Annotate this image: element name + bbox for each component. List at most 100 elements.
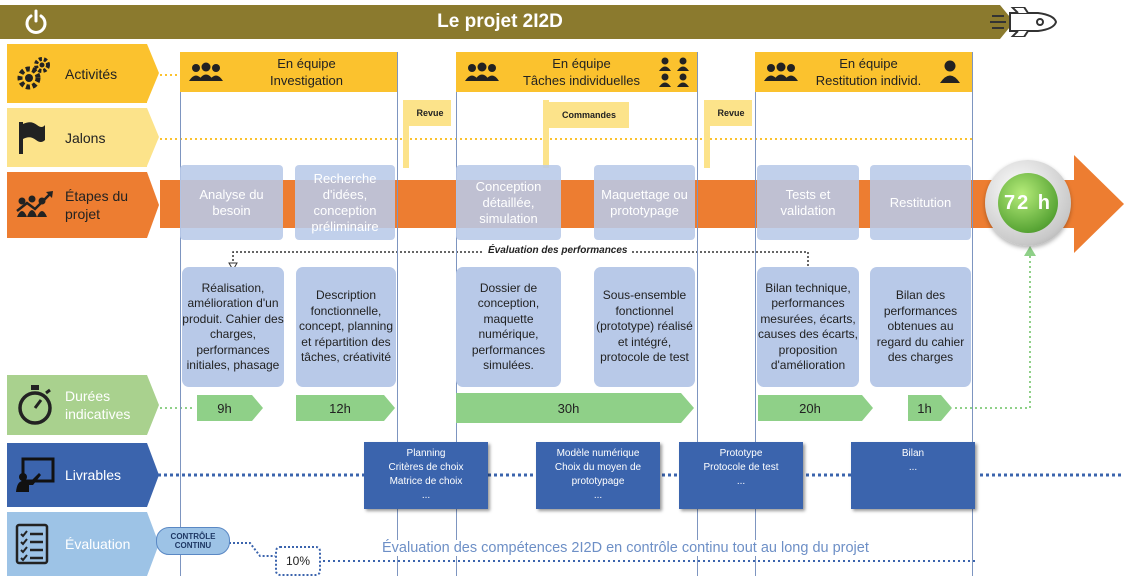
row-label-text: Livrables <box>65 467 122 483</box>
row-label-text: Durées indicatives <box>65 388 131 422</box>
person-icon <box>940 60 960 83</box>
activity-line1: En équipe <box>839 56 898 71</box>
phase-divider <box>180 52 181 576</box>
stopwatch-icon <box>18 385 52 425</box>
checklist-icon <box>15 523 49 565</box>
stage-band-arrow <box>1074 155 1124 253</box>
percent-text: 10% <box>285 554 311 568</box>
total-duration-dial: 72 h <box>985 160 1071 246</box>
row-label-chevron <box>147 512 159 576</box>
row-label-chevron <box>147 443 159 507</box>
deliverable-line: ... <box>421 490 431 501</box>
milestone-revue-1: Revue <box>409 100 451 126</box>
row-label-chevron <box>147 375 159 435</box>
milestone-pole <box>704 100 710 168</box>
row-label-etapes: Étapes du projet <box>7 172 147 238</box>
deliverable-box: Planning Critères de choix Matrice de ch… <box>364 442 488 509</box>
duration-arrow <box>252 395 263 421</box>
stage-box: Restitution <box>870 165 971 240</box>
duration-bar: 1h <box>908 395 941 421</box>
milestone-label: Revue <box>717 108 745 118</box>
stage-box: Analyse du besoin <box>180 165 283 240</box>
activity-line2: Tâches individuelles <box>522 73 641 88</box>
stage-box: Tests et validation <box>757 165 859 240</box>
description-text: Description fonctionnelle, concept, plan… <box>298 288 394 365</box>
deliverable-line: Critères de choix <box>388 462 464 473</box>
page-title: Le projet 2I2D <box>437 11 563 32</box>
deliverable-line: ... <box>908 462 918 473</box>
description-box: Bilan technique, performances mesurées, … <box>757 267 859 387</box>
continuous-control-badge: CONTRÔLE CONTINU <box>156 527 230 555</box>
evaluation-text: Évaluation des compétences 2I2D en contr… <box>380 540 871 556</box>
deliverable-line: Choix du moyen de prototypage <box>554 462 642 487</box>
stage-box: Conception détaillée, simulation <box>456 165 561 240</box>
activity-line1: En équipe <box>552 56 611 71</box>
team-growth-icon <box>16 191 53 217</box>
activity-line2: Investigation <box>270 73 343 88</box>
duration-label: 1h <box>917 400 932 416</box>
stage-label: Restitution <box>889 194 952 210</box>
performance-label: Évaluation des performances <box>484 245 632 256</box>
milestone-pole <box>543 100 549 168</box>
team-icon <box>189 62 223 81</box>
row-label-jalons: Jalons <box>7 108 147 167</box>
deliverable-line: Protocole de test <box>703 462 779 473</box>
milestone-pole <box>403 100 409 168</box>
stage-label: Tests et validation <box>780 186 836 218</box>
description-text: Bilan technique, performances mesurées, … <box>757 280 859 373</box>
row-label-text: Activités <box>65 65 118 82</box>
row-label-chevron <box>147 172 159 238</box>
deliverable-line: Planning <box>406 448 446 459</box>
deliverable-line: Bilan <box>901 448 925 459</box>
stage-label: Analyse du besoin <box>199 186 264 218</box>
row-label-text: Jalons <box>65 129 106 146</box>
phase-divider <box>755 52 756 576</box>
deliverable-box: Prototype Protocole de test ... <box>679 442 803 509</box>
phase-divider <box>397 52 398 576</box>
description-box: Dossier de conception, maquette numériqu… <box>456 267 561 387</box>
duration-arrow <box>862 395 873 421</box>
stage-box: Maquettage ou prototypage <box>594 165 695 240</box>
duration-bar: 12h <box>296 395 384 421</box>
description-box: Sous-ensemble fonctionnel (prototype) ré… <box>594 267 695 387</box>
stage-label: Recherche d'idées, conception préliminai… <box>311 170 379 234</box>
row-label-text: Évaluation <box>65 536 131 552</box>
activity-line1: En équipe <box>277 56 336 71</box>
rocket-icon <box>990 7 1058 37</box>
duration-arrow <box>384 395 395 421</box>
duration-label: 12h <box>329 400 351 416</box>
power-icon <box>25 9 47 34</box>
phase-divider <box>697 52 698 576</box>
milestone-label: Commandes <box>561 110 616 120</box>
row-label-chevron <box>147 44 159 102</box>
deliverable-line: ... <box>593 490 603 501</box>
duration-label: 30h <box>557 400 580 416</box>
milestone-revue-2: Revue <box>710 100 752 126</box>
row-label-livrables: Livrables <box>7 443 147 507</box>
deliverable-box: Modèle numérique Choix du moyen de proto… <box>536 442 660 509</box>
description-box: Description fonctionnelle, concept, plan… <box>296 267 396 387</box>
deliverable-line: Prototype <box>719 448 763 459</box>
team-icon <box>764 62 798 81</box>
deliverable-line: Matrice de choix <box>389 476 463 487</box>
duration-arrow <box>681 393 694 423</box>
deliverable-line: ... <box>736 476 746 487</box>
deliverable-line: Modèle numérique <box>556 448 640 459</box>
stage-label: Conception détaillée, simulation <box>475 178 542 226</box>
description-text: Réalisation, amélioration d'un produit. … <box>182 280 284 373</box>
duration-arrow <box>941 395 952 421</box>
stage-box: Recherche d'idées, conception préliminai… <box>295 165 395 240</box>
flag-icon <box>19 121 45 154</box>
duration-bar: 20h <box>758 395 862 421</box>
activity-line2: Restitution individ. <box>815 73 922 88</box>
duration-label: 20h <box>799 400 821 416</box>
phase-divider <box>972 52 973 576</box>
description-box: Bilan des performances obtenues au regar… <box>870 267 971 387</box>
presentation-icon <box>16 457 55 492</box>
row-label-chevron <box>147 108 159 166</box>
duration-label: 9h <box>217 400 232 416</box>
row-label-durees: Durées indicatives <box>7 375 147 435</box>
